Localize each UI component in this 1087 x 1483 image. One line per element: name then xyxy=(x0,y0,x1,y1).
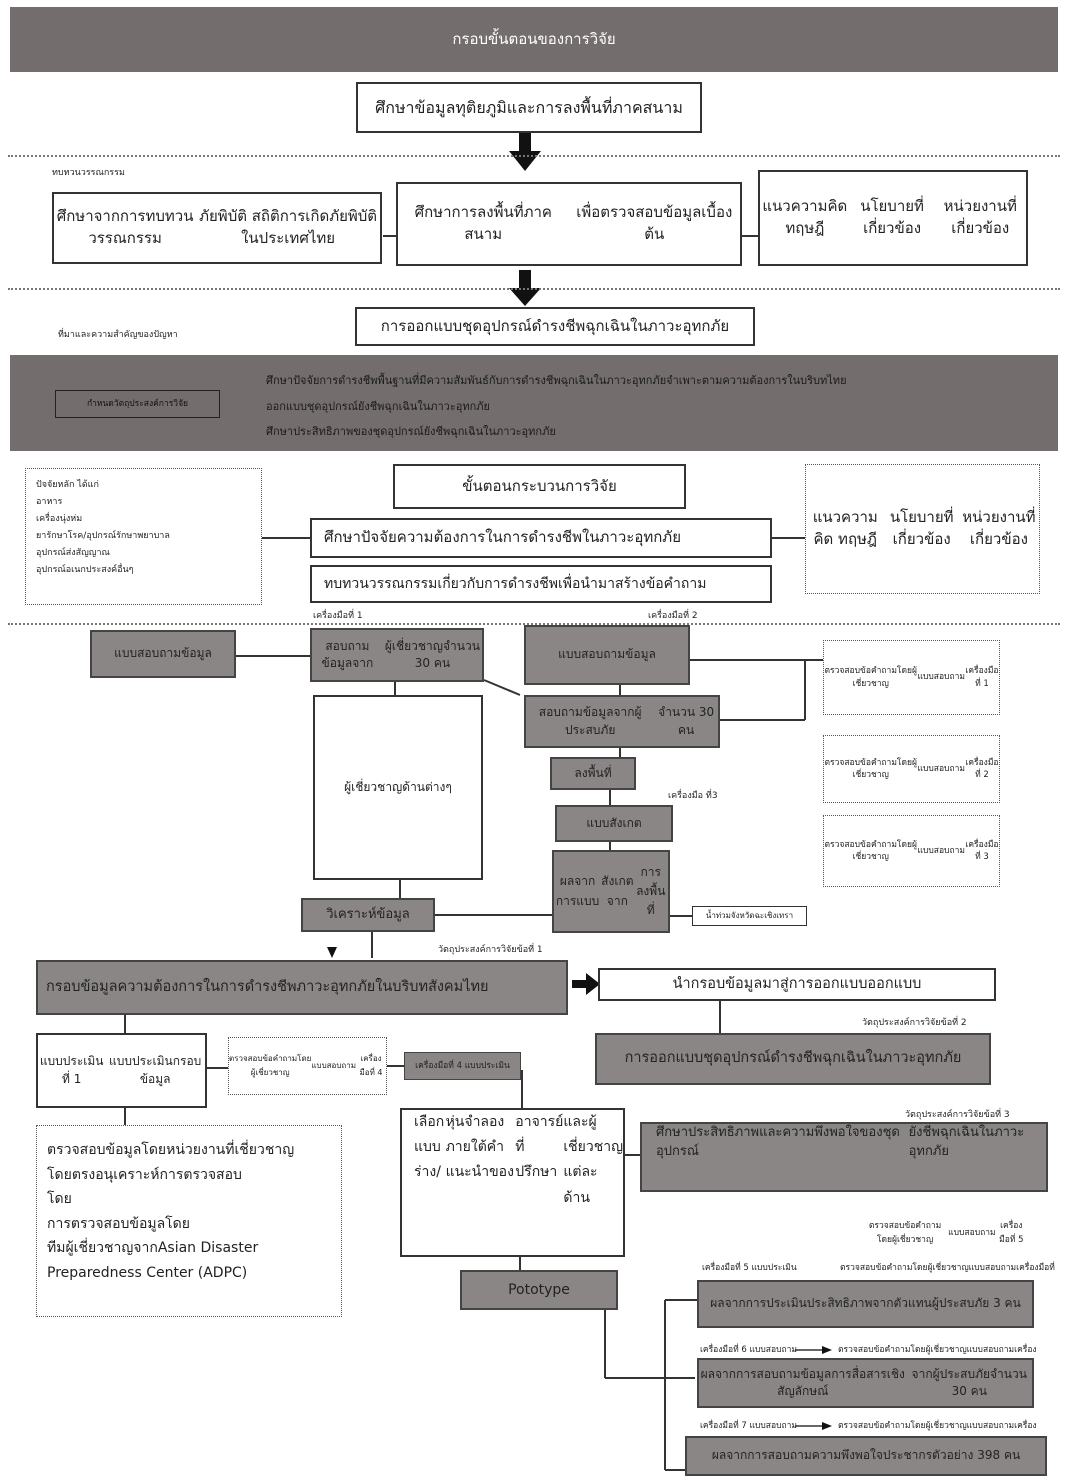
section-label-literature: ทบทวนวรรณกรรม xyxy=(52,168,125,178)
select-draft-box: เลือกแบบร่าง/ หุ่นจำลองภายใต้คำแนะนำของ … xyxy=(400,1108,625,1257)
factors-box: ปัจจัยหลัก ได้แก่ อาหาร เครื่องนุ่งห่ม ย… xyxy=(25,468,262,605)
check-tool-5b: ตรวจสอบข้อคำถามโดยผู้เชี่ยวชาญแบบสอบถามเ… xyxy=(840,1263,1055,1273)
factor-item: เครื่องนุ่งห่ม xyxy=(36,514,83,525)
section-divider xyxy=(8,288,1060,290)
objective-1-label: วัตถุประสงค์การวิจัยข้อที่ 1 xyxy=(438,945,543,955)
objective-line-3: ศึกษาประสิทธิภาพของชุดอุปกรณ์ยังชีพฉุกเฉ… xyxy=(266,425,556,438)
process-title-box: ขั้นตอนกระบวนการวิจัย xyxy=(393,464,686,509)
design-box: การออกแบบชุดอุปกรณ์ดำรงชีพฉุกเฉินในภาวะอ… xyxy=(595,1033,991,1085)
tool-4-box: เครื่องมือที่ 4 แบบประเมิน xyxy=(404,1052,521,1080)
section-label-problem: ที่มาและความสำคัญของปัญหา xyxy=(58,330,178,340)
prototype-box: Pototype xyxy=(460,1270,618,1310)
experts-all-box: ผู้เชี่ยวชาญด้านต่างๆ xyxy=(313,695,483,880)
factor-item: ยารักษาโรค/อุปกรณ์รักษาพยาบาล xyxy=(36,531,170,542)
objective-2-label: วัตถุประสงค์การวิจัยข้อที่ 2 xyxy=(862,1018,967,1028)
tool-3-label: เครื่องมือ ที่3 xyxy=(668,791,718,801)
victim-survey-box: สอบถามข้อมูลจากผู้ประสบภัย จำนวน 30 คน xyxy=(524,695,720,748)
page-title: กรอบขั้นตอนของการวิจัย xyxy=(10,7,1058,72)
objectives-label: กำหนดวัตถุประสงค์การวิจัย xyxy=(55,390,220,418)
analysis-box: วิเคราะห์ข้อมูล xyxy=(301,898,435,932)
tool-6-label: เครื่องมือที่ 6 แบบสอบถาม xyxy=(700,1345,798,1355)
concept-theory-box: แนวความคิด ทฤษฎี นโยบายที่เกี่ยวข้อง หน่… xyxy=(758,170,1028,266)
result-symbol-box: ผลจากการสอบถามข้อมูลการสื่อสารเชิงสัญลัก… xyxy=(697,1358,1034,1408)
check-tool-5: ตรวจสอบข้อคำถามโดยผู้เชี่ยวชาญ แบบสอบถาม… xyxy=(868,1220,1024,1245)
review-questions-box: ทบทวนวรรณกรรมเกี่ยวกับการดำรงชีพเพื่อนำม… xyxy=(310,565,772,603)
tool-1-label: เครื่องมือที่ 1 xyxy=(313,611,363,621)
objectives-band xyxy=(10,355,1058,451)
assessment-1-box: แบบประเมินที่ 1 แบบประเมินกรอบข้อมูล xyxy=(36,1033,207,1108)
observation-result-box: ผลจากการแบบ สังเกตจาก การลงพื้นที่ xyxy=(552,850,670,933)
objective-3-label: วัตถุประสงค์การวิจัยข้อที่ 3 xyxy=(905,1110,1010,1120)
check-tool-1: ตรวจสอบข้อคำถามโดยผู้เชี่ยวชาญ แบบสอบถาม… xyxy=(823,640,1000,715)
location-box: น้ำท่วมจังหวัดฉะเชิงเทรา xyxy=(692,906,807,926)
questionnaire-left: แบบสอบถามข้อมูล xyxy=(90,630,236,678)
design-title-box: การออกแบบชุดอุปกรณ์ดำรงชีพฉุกเฉินในภาวะอ… xyxy=(355,307,755,346)
to-design-box: นำกรอบข้อมูลมาสู่การออกแบบออกแบบ xyxy=(598,968,996,1001)
right-concept-box: แนวความคิด ทฤษฎี นโยบายที่เกี่ยวข้อง หน่… xyxy=(805,464,1040,594)
study-needs-box: ศึกษาปัจจัยความต้องการในการดำรงชีพในภาวะ… xyxy=(310,518,772,558)
questionnaire-mid: แบบสอบถามข้อมูล xyxy=(524,625,690,685)
expert-survey-box: สอบถามข้อมูลจาก ผู้เชี่ยวชาญจำนวน 30 คน xyxy=(310,628,484,682)
objective-line-1: ศึกษาปัจจัยการดำรงชีพพื้นฐานที่มีความสัม… xyxy=(266,374,847,387)
check-tool-4: ตรวจสอบข้อคำถามโดยผู้เชี่ยวชาญ แบบสอบถาม… xyxy=(228,1037,387,1095)
check-tool-2: ตรวจสอบข้อคำถามโดยผู้เชี่ยวชาญ แบบสอบถาม… xyxy=(823,735,1000,803)
tool-2-label: เครื่องมือที่ 2 xyxy=(648,611,698,621)
field-study-box: ศึกษาการลงพื้นที่ภาคสนาม เพื่อตรวจสอบข้อ… xyxy=(396,182,742,266)
verify-box: ตรวจสอบข้อมูลโดยหน่วยงานที่เชี่ยวชาญ โดย… xyxy=(36,1125,342,1317)
tool-7-label: เครื่องมือที่ 7 แบบสอบถาม xyxy=(700,1421,798,1431)
result-satisfaction-box: ผลจากการสอบถามความพึงพอใจประชากรตัวอย่าง… xyxy=(685,1436,1047,1476)
literature-review-box: ศึกษาจากการทบทวนวรรณกรรม ภัยพิบัติ สถิติ… xyxy=(52,192,382,264)
check-tool-3: ตรวจสอบข้อคำถามโดยผู้เชี่ยวชาญ แบบสอบถาม… xyxy=(823,815,1000,887)
check-tool-7: ตรวจสอบข้อคำถามโดยผู้เชี่ยวชาญแบบสอบถามเ… xyxy=(838,1421,1037,1431)
factor-item: อุปกรณ์อเนกประสงค์อื่นๆ xyxy=(36,565,134,576)
objective-line-2: ออกแบบชุดอุปกรณ์ยังชีพฉุกเฉินในภาวะอุทกภ… xyxy=(266,400,490,413)
factor-item: อาหาร xyxy=(36,497,63,508)
factors-title: ปัจจัยหลัก ได้แก่ xyxy=(36,480,99,490)
section-divider xyxy=(8,155,1060,157)
check-tool-6: ตรวจสอบข้อคำถามโดยผู้เชี่ยวชาญแบบสอบถามเ… xyxy=(838,1345,1037,1355)
section-divider xyxy=(8,623,1060,625)
needs-framework-box: กรอบข้อมูลความต้องการในการดำรงชีพภาวะอุท… xyxy=(36,960,568,1015)
observation-form-box: แบบสังเกต xyxy=(555,805,673,842)
efficiency-box: ศึกษาประสิทธิภาพและความพึงพอใจของชุดอุปก… xyxy=(640,1122,1048,1192)
tool-5-label: เครื่องมือที่ 5 แบบประเมิน xyxy=(702,1263,797,1273)
factor-item: อุปกรณ์ส่งสัญญาณ xyxy=(36,548,110,559)
field-visit-box: ลงพื้นที่ xyxy=(550,757,636,790)
step-secondary-data: ศึกษาข้อมูลทุติยภูมิและการลงพื้นที่ภาคสน… xyxy=(356,82,702,133)
result-efficiency-box: ผลจากการประเมินประสิทธิภาพจากตัวแทน ผู้ป… xyxy=(697,1280,1034,1328)
